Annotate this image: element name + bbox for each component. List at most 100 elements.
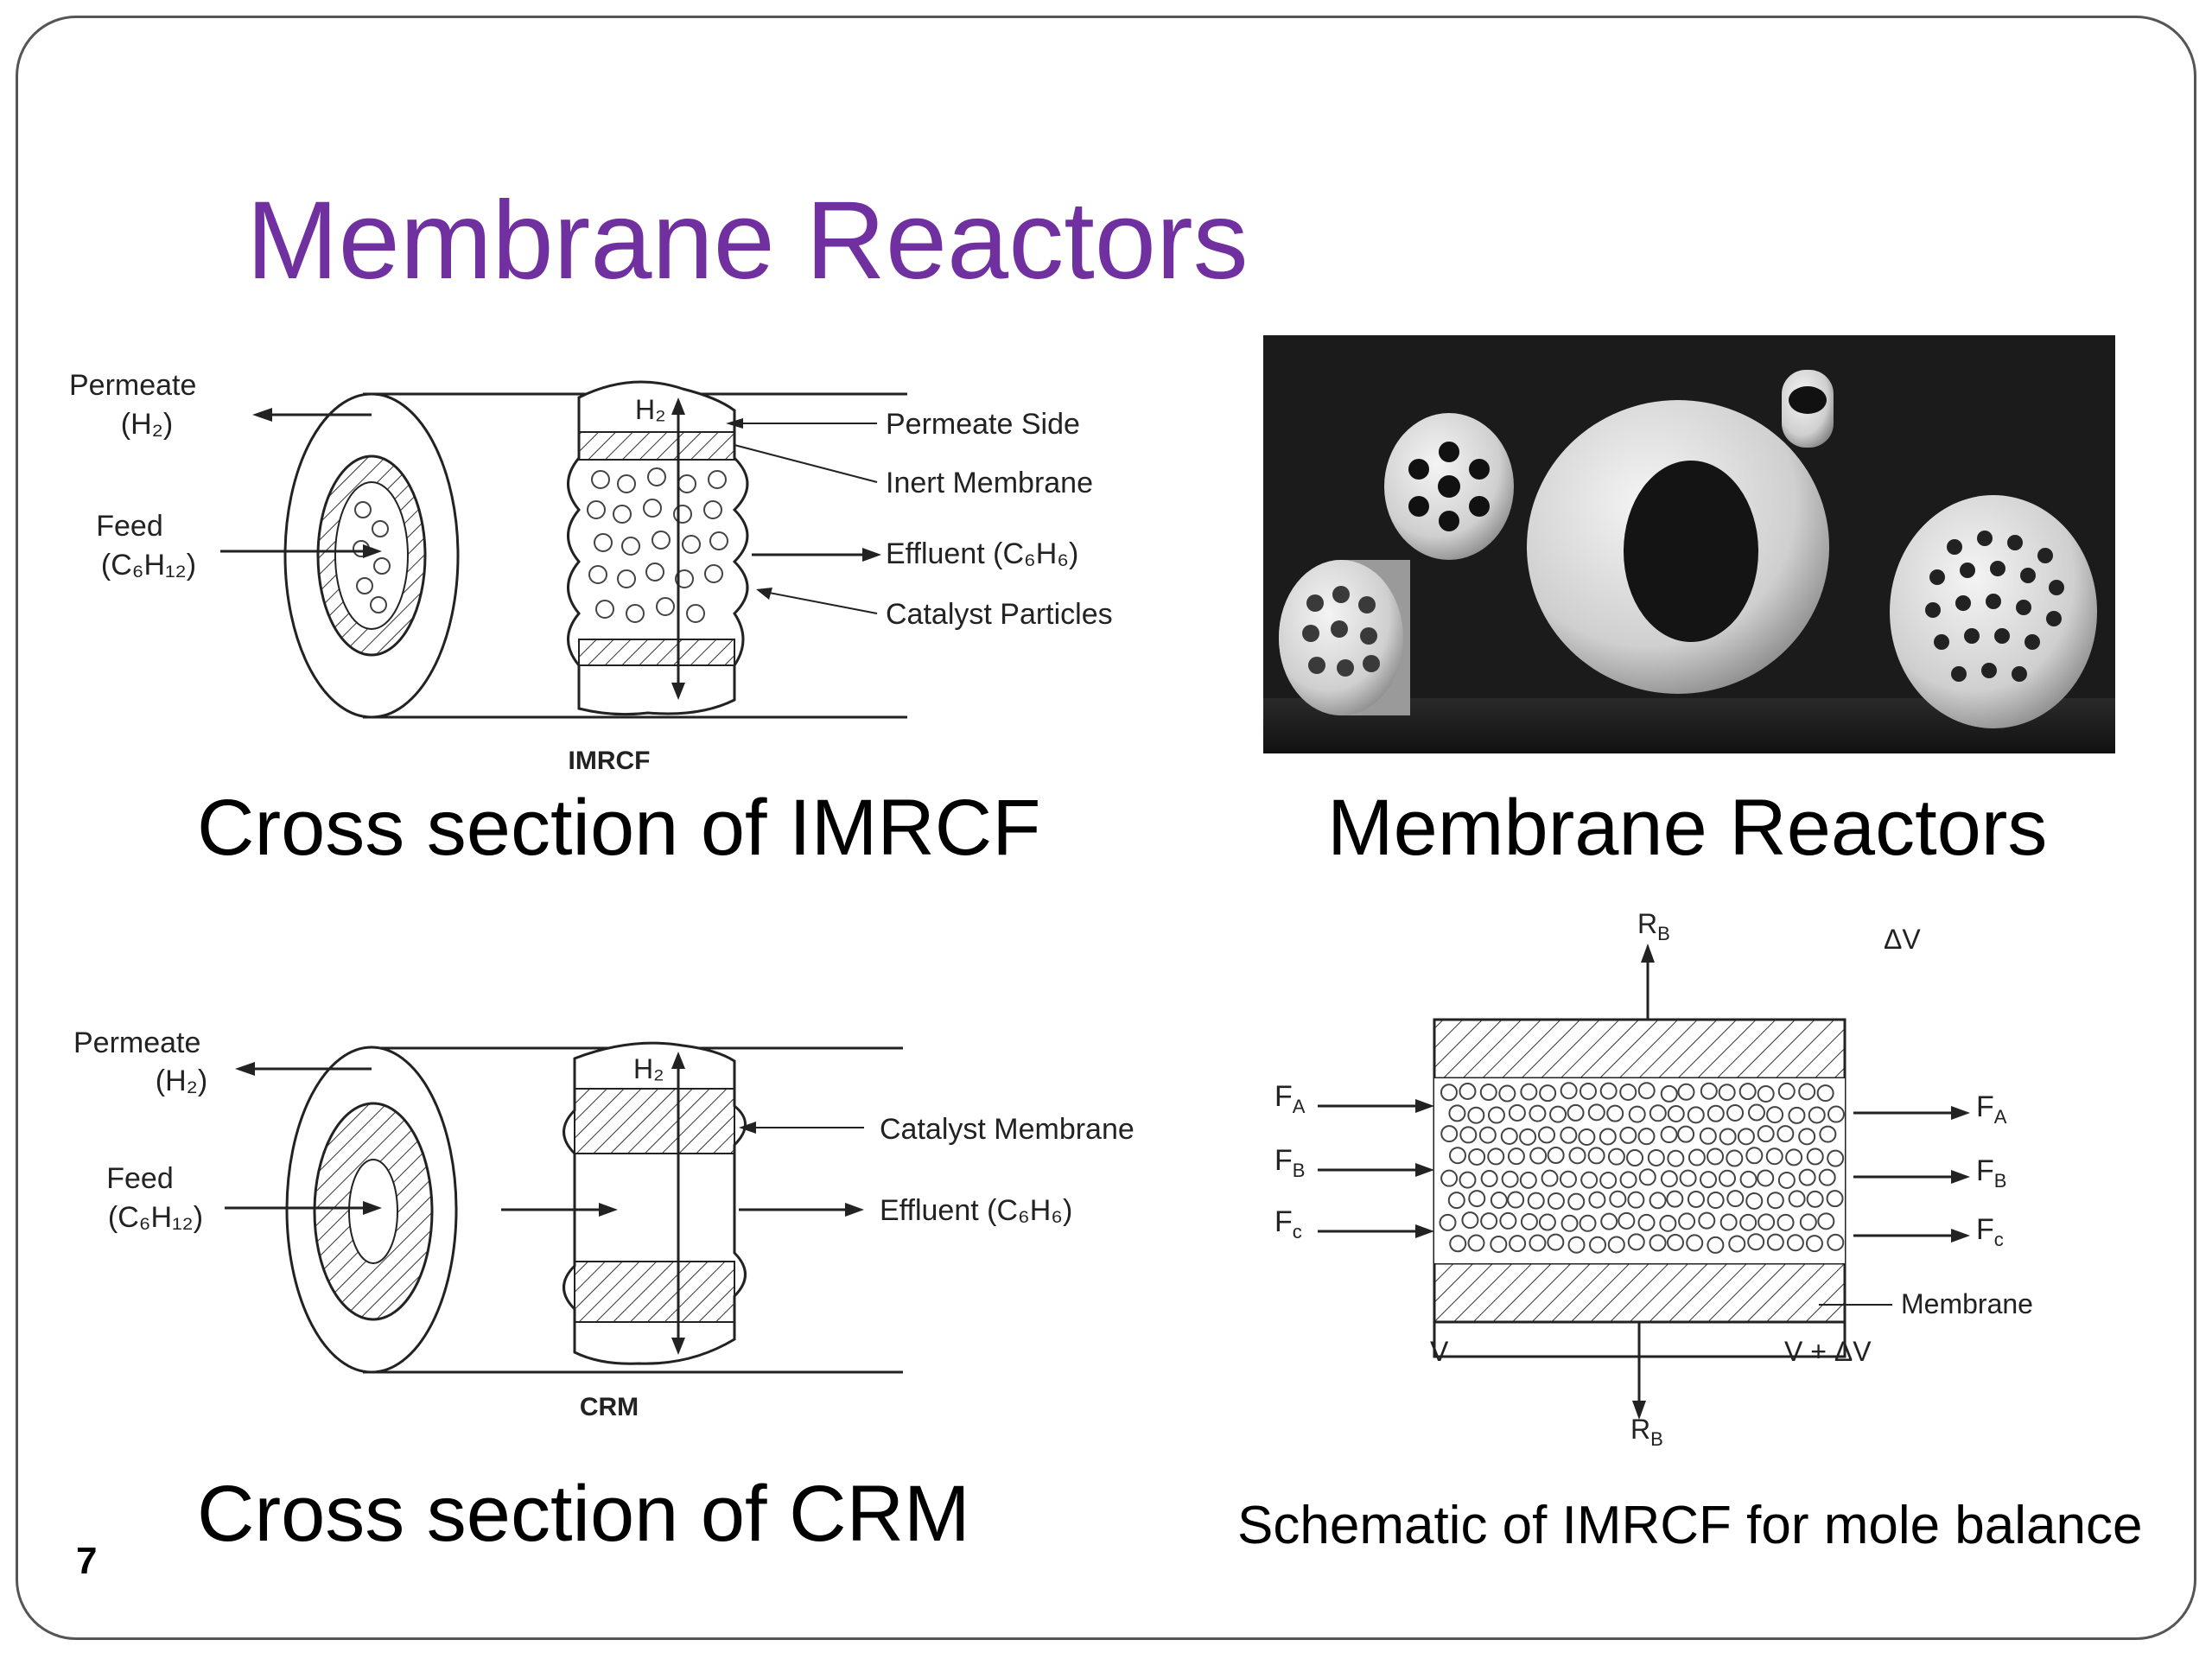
catalyst-core	[334, 481, 409, 630]
bed-particle	[1547, 1233, 1565, 1251]
bed-particle	[1818, 1168, 1836, 1186]
upper-membrane-layer	[1433, 1018, 1847, 1080]
bed-particle	[1718, 1084, 1736, 1102]
bed-particle	[1808, 1106, 1826, 1124]
perforated-disc	[1890, 495, 2097, 728]
bed-particle	[1765, 1147, 1783, 1166]
h2-label: H₂	[635, 394, 666, 425]
bed-particle	[1508, 1103, 1526, 1122]
bed-particles	[1439, 1082, 1845, 1254]
bed-particle	[1726, 1149, 1744, 1167]
bed-particle	[1490, 1192, 1508, 1210]
bed-particle	[1647, 1148, 1665, 1166]
outlet-label-a: FA	[1976, 1090, 2007, 1128]
perforated-disc-holes	[1925, 531, 2064, 682]
v-plus-delta-v-label: V + ΔV	[1784, 1336, 1872, 1367]
bed-particle	[1507, 1147, 1525, 1166]
bed-particle	[1560, 1214, 1579, 1232]
bed-particle	[1559, 1170, 1577, 1188]
bed-particle	[1799, 1213, 1817, 1231]
mole-balance-schematic: RB RB ΔV FA FB Fc FA FB Fc Membrane V V …	[1231, 899, 2182, 1452]
bed-particle	[1479, 1084, 1497, 1102]
bed-particle	[1766, 1192, 1784, 1210]
bed-particle	[1440, 1084, 1458, 1102]
bed-particle	[1806, 1190, 1824, 1208]
bed-particle	[1587, 1147, 1605, 1165]
bed-particle	[1461, 1211, 1479, 1230]
bed-particle	[1745, 1192, 1764, 1210]
slide-title: Membrane Reactors	[246, 179, 1249, 302]
outlet-label-c: Fc	[1976, 1213, 2004, 1250]
bed-particle	[1660, 1170, 1678, 1188]
photo-illustration	[1263, 335, 2115, 753]
lower-membrane-layer	[1433, 1262, 1847, 1324]
feed-arrowhead	[363, 544, 382, 558]
bed-particle	[1467, 1234, 1485, 1252]
bed-particle	[1659, 1214, 1677, 1232]
crm-feed-arrowhead	[363, 1201, 382, 1215]
bed-particle	[1660, 1084, 1678, 1103]
bed-particle	[1619, 1083, 1637, 1101]
crm-upper-membrane	[574, 1088, 735, 1154]
bed-particle	[1788, 1190, 1806, 1208]
bed-particle	[1637, 1128, 1656, 1146]
bed-particle	[1707, 1147, 1725, 1166]
bed-particle	[1649, 1234, 1667, 1252]
crm-feed-species: (C₆H₁₂)	[108, 1201, 203, 1234]
core-particles	[353, 501, 391, 613]
bed-particle	[1798, 1128, 1816, 1146]
rb-bottom-arrowhead	[1632, 1401, 1646, 1420]
bed-particle	[1738, 1083, 1757, 1101]
bed-particle	[1467, 1106, 1485, 1124]
inlet-label-b: FB	[1274, 1144, 1305, 1181]
bed-particle	[1798, 1168, 1816, 1186]
bed-particle	[1568, 1147, 1586, 1165]
lower-membrane-band	[578, 639, 735, 666]
bed-particle	[1600, 1212, 1618, 1230]
bed-particle	[1626, 1149, 1644, 1167]
bed-particle	[1539, 1084, 1557, 1103]
bed-particle	[1501, 1170, 1519, 1188]
bed-particle	[1589, 1236, 1607, 1254]
bed-particle	[1628, 1105, 1646, 1123]
bed-particle	[1758, 1213, 1776, 1231]
crm-effluent-arrowhead	[845, 1203, 864, 1217]
bed-particle	[1739, 1213, 1758, 1231]
bed-particle	[1529, 1234, 1547, 1252]
bed-particle	[1627, 1233, 1645, 1251]
bed-particle	[1520, 1083, 1538, 1101]
bed-particle	[1698, 1211, 1716, 1230]
bed-particle	[1707, 1236, 1725, 1254]
bed-particle	[1599, 1128, 1617, 1146]
bed-particle	[1666, 1233, 1684, 1251]
bed-particle	[1719, 1169, 1737, 1187]
bed-particle	[1649, 1104, 1667, 1122]
bed-particle	[1578, 1128, 1596, 1146]
bed-particle	[1440, 1169, 1459, 1187]
bed-particle	[1607, 1147, 1625, 1166]
catalyst-membrane-leader-head	[739, 1122, 756, 1134]
bed-particle	[1637, 1213, 1656, 1231]
crm-diagram-svg: Permeate (H₂) Feed (C₆H₁₂) H₂ Catalyst M…	[73, 1027, 1135, 1421]
crm-mid-flow-arrowhead	[599, 1203, 618, 1217]
bed-particle	[1739, 1170, 1758, 1188]
permeate-species: (H₂)	[121, 408, 173, 441]
bed-particle	[1817, 1212, 1835, 1230]
bed-particle	[1538, 1213, 1556, 1231]
bed-particle	[1798, 1083, 1816, 1101]
bed-particle	[1707, 1192, 1725, 1210]
bed-particle	[1480, 1212, 1498, 1230]
bed-particle	[1599, 1171, 1618, 1189]
outlet-label-b: FB	[1976, 1154, 2006, 1192]
bed-particle	[1480, 1169, 1498, 1187]
bed-particle	[1487, 1147, 1505, 1166]
catalyst-membrane-label: Catalyst Membrane	[880, 1113, 1135, 1146]
bed-particle	[1678, 1212, 1696, 1230]
crm-h2-up-arrowhead	[671, 1052, 685, 1069]
crm-feed-label: Feed	[106, 1162, 174, 1195]
bed-particle	[1677, 1125, 1695, 1143]
bed-particle	[1637, 1082, 1656, 1100]
bed-particle	[1757, 1169, 1775, 1187]
crm-caption: Cross section of CRM	[197, 1470, 970, 1558]
bed-particle	[1660, 1126, 1678, 1144]
